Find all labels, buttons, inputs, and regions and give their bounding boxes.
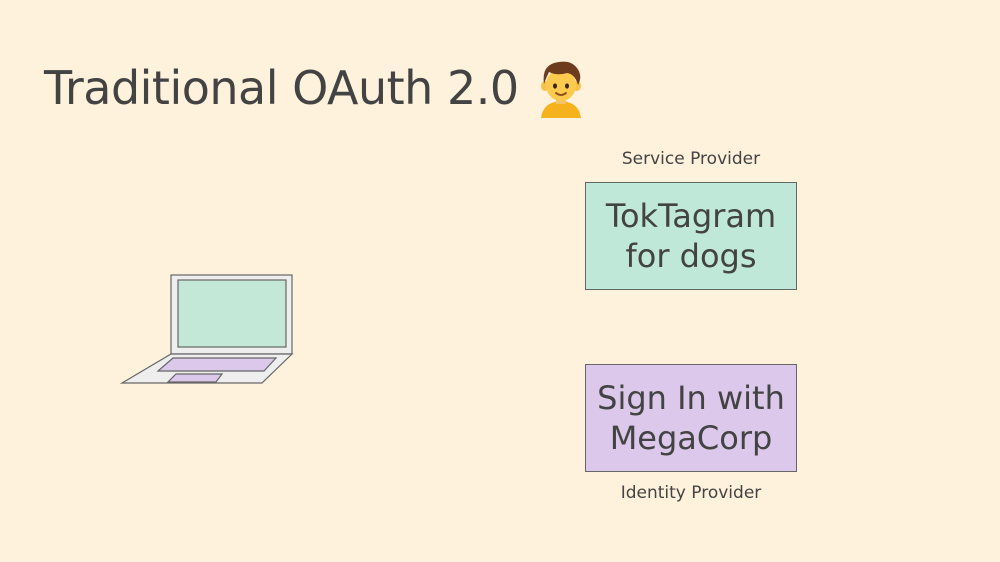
- person-emoji-icon: [540, 61, 581, 118]
- laptop-touchpad: [166, 373, 224, 383]
- identity-provider-box: Sign In with MegaCorp: [585, 364, 797, 472]
- laptop-screen: [177, 279, 287, 348]
- service-provider-box: TokTagram for dogs: [585, 182, 797, 290]
- identity-provider-caption: Identity Provider: [620, 483, 762, 503]
- slide-title-text: Traditional OAuth 2.0: [44, 61, 519, 115]
- laptop-keyboard: [156, 357, 278, 372]
- service-provider-caption: Service Provider: [621, 149, 761, 169]
- laptop-icon: [119, 274, 294, 384]
- slide-title: Traditional OAuth 2.0: [44, 58, 591, 122]
